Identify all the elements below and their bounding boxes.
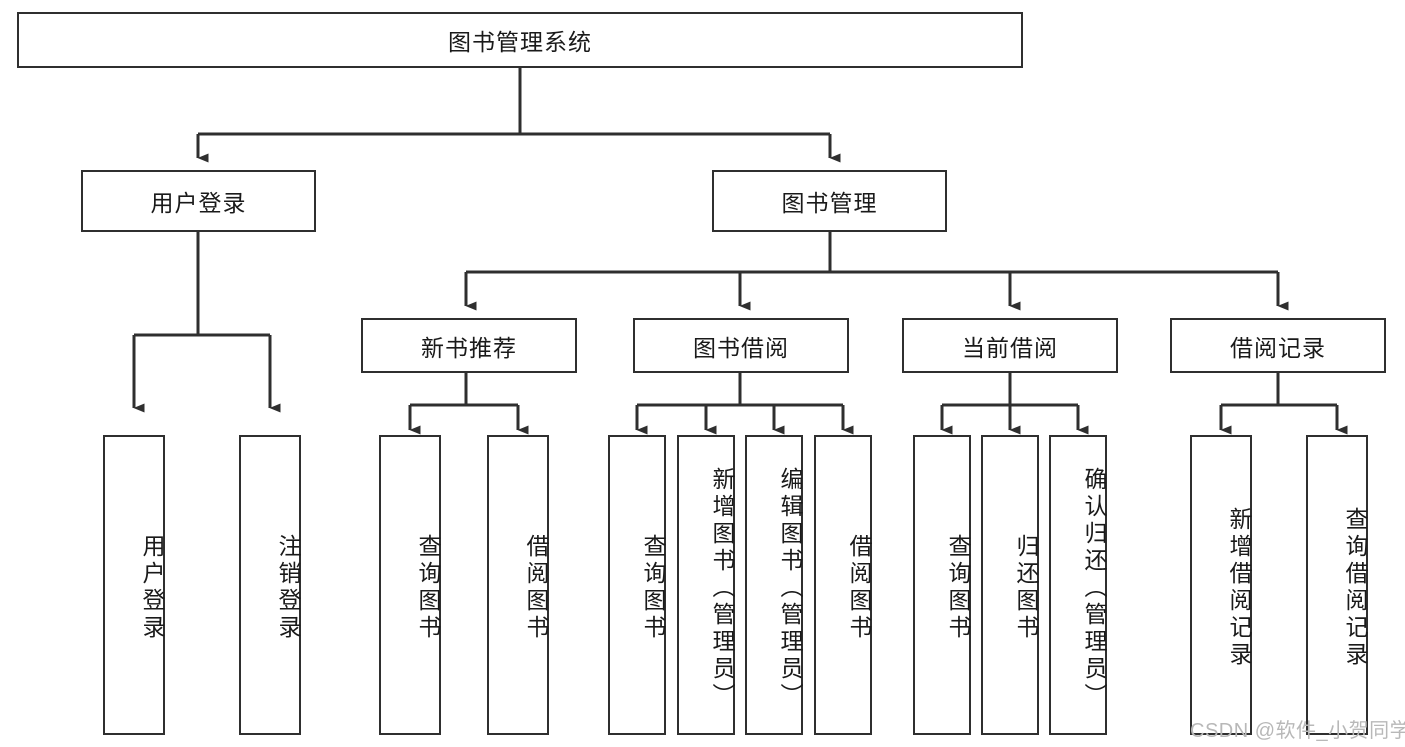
leaf-label: 查询图书 [415,534,441,642]
leaf-label: 借阅图书 [846,534,872,642]
leaf-borrow-query-book[interactable]: 查询图书 [608,435,666,735]
node-borrow-record[interactable]: 借阅记录 [1170,318,1386,373]
leaf-current-return-book[interactable]: 归还图书 [981,435,1039,735]
leaf-recommend-query-book[interactable]: 查询图书 [379,435,441,735]
leaf-label: 查询图书 [945,534,971,642]
leaf-label: 确认归还（管理员） [1081,466,1107,710]
node-book-management[interactable]: 图书管理 [712,170,947,232]
leaf-borrow-borrow-book[interactable]: 借阅图书 [814,435,872,735]
leaf-label: 新增借阅记录 [1226,507,1252,669]
leaf-borrow-add-book[interactable]: 新增图书（管理员） [677,435,735,735]
watermark: CSDN @软件_小贺同学 [1190,720,1405,742]
leaf-label: 注销登录 [275,534,301,642]
leaf-record-add-record[interactable]: 新增借阅记录 [1190,435,1252,735]
leaf-current-confirm-return[interactable]: 确认归还（管理员） [1049,435,1107,735]
leaf-current-query-book[interactable]: 查询图书 [913,435,971,735]
leaf-label: 借阅图书 [523,534,549,642]
leaf-user-login-login[interactable]: 用户登录 [103,435,165,735]
leaf-user-login-logout[interactable]: 注销登录 [239,435,301,735]
node-book-borrow[interactable]: 图书借阅 [633,318,849,373]
leaf-label: 用户登录 [139,534,165,642]
node-root-label: 图书管理系统 [448,29,592,55]
node-book-borrow-label: 图书借阅 [693,334,789,361]
leaf-label: 新增图书（管理员） [709,466,735,710]
node-user-login-label: 用户登录 [150,190,247,216]
leaf-borrow-edit-book[interactable]: 编辑图书（管理员） [745,435,803,735]
node-new-book-recommend[interactable]: 新书推荐 [361,318,577,373]
leaf-label: 查询图书 [640,534,666,642]
leaf-label: 编辑图书（管理员） [777,466,803,710]
node-book-management-label: 图书管理 [781,190,878,216]
node-current-borrow-label: 当前借阅 [962,334,1058,361]
node-new-book-recommend-label: 新书推荐 [421,334,517,361]
leaf-label: 归还图书 [1013,534,1039,642]
leaf-record-query-record[interactable]: 查询借阅记录 [1306,435,1368,735]
leaf-label: 查询借阅记录 [1342,507,1368,669]
node-current-borrow[interactable]: 当前借阅 [902,318,1118,373]
leaf-recommend-borrow-book[interactable]: 借阅图书 [487,435,549,735]
node-root[interactable]: 图书管理系统 [17,12,1023,68]
node-borrow-record-label: 借阅记录 [1230,334,1326,361]
node-user-login[interactable]: 用户登录 [81,170,316,232]
